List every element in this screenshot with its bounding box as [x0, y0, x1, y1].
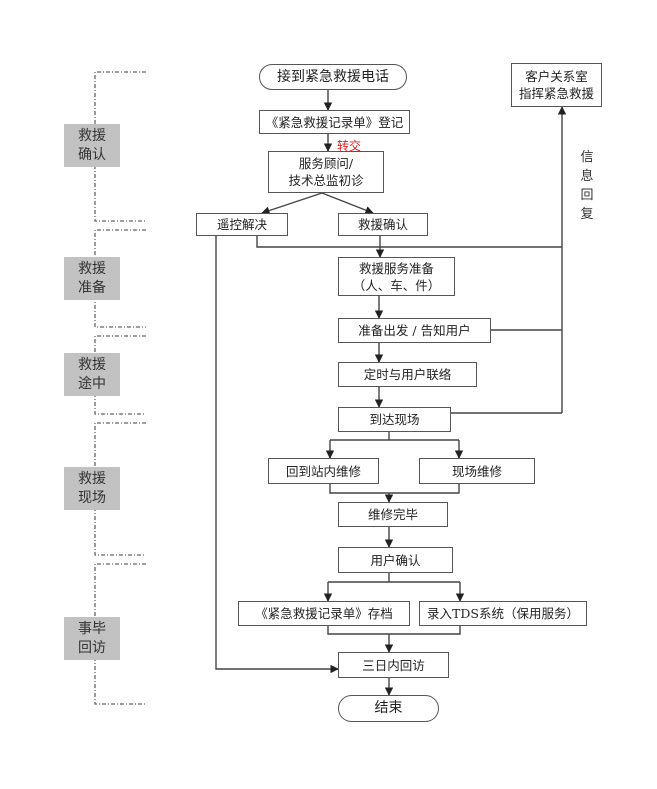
line-user-confirm-split: [328, 573, 460, 583]
stage-label-line: 现场: [78, 489, 106, 506]
crm-line-2: 指挥紧急救援: [518, 86, 594, 101]
arrive-node: 到达现场: [338, 407, 451, 432]
stage-label-line: 事毕: [78, 620, 106, 637]
followup-node: 三日内回访: [338, 652, 449, 678]
stage-label-rescue-onsite: 救援 现场: [64, 467, 120, 510]
stage-label-line: 救援: [78, 356, 106, 373]
tds-entry-node: 录入TDS系统（保用服务）: [419, 601, 587, 626]
crm-node: 客户关系室 指挥紧急救援: [511, 63, 602, 107]
diagnose-line-2: 技术总监初诊: [288, 173, 364, 188]
register-node: 《紧急救援记录单》登记: [259, 110, 410, 134]
stage-label-line: 途中: [78, 375, 106, 392]
end-node: 结束: [338, 695, 439, 722]
stage-label-line: 回访: [78, 639, 106, 656]
prepare-line-2: （人、车、件）: [352, 277, 441, 293]
stage-label-followup: 事毕 回访: [64, 617, 120, 660]
stage-label-line: 救援: [78, 127, 106, 144]
repair-done-node: 维修完毕: [338, 502, 448, 527]
handover-label: 转交: [337, 139, 362, 153]
line-remote-solve-to-feedback: [256, 236, 562, 248]
prepare-node: 救援服务准备 （人、车、件）: [338, 257, 455, 296]
remote-solve-node: 遥控解决: [196, 213, 288, 236]
onsite-repair-node: 现场维修: [419, 458, 535, 484]
contact-node: 定时与用户联络: [338, 362, 477, 387]
stage-label-line: 救援: [78, 470, 106, 487]
stage-label-line: 准备: [78, 279, 106, 296]
archive-node: 《紧急救援记录单》存档: [238, 601, 410, 626]
stage-label-rescue-enroute: 救援 途中: [64, 353, 120, 396]
line-archive-merge: [327, 626, 461, 635]
diagnose-node: 服务顾问/ 技术总监初诊: [268, 151, 384, 193]
rescue-confirm-node: 救援确认: [338, 213, 428, 236]
stage-label-rescue-confirm: 救援 确认: [64, 124, 120, 167]
stage-bracket-confirm: [94, 71, 146, 222]
arrow-remote-solve-to-followup: [215, 236, 339, 674]
feedback-label: 信息回复: [580, 150, 594, 222]
stage-label-rescue-prepare: 救援 准备: [64, 257, 120, 300]
stage-label-line: 救援: [78, 260, 106, 277]
crm-line-1: 客户关系室: [525, 69, 588, 84]
start-node: 接到紧急救援电话: [259, 64, 407, 90]
prepare-line-1: 救援服务准备: [358, 260, 434, 276]
depart-node: 准备出发 / 告知用户: [338, 318, 491, 343]
diagnose-line-1: 服务顾问/: [298, 156, 354, 171]
line-arrive-split: [330, 432, 459, 441]
return-repair-node: 回到站内维修: [268, 458, 379, 484]
stage-label-line: 确认: [78, 146, 106, 163]
arrow-diagnose-to-rescue-confirm: [321, 192, 374, 215]
line-repair-merge: [329, 484, 460, 494]
arrow-diagnose-to-remote-solve: [261, 192, 323, 215]
user-confirm-node: 用户确认: [338, 547, 453, 573]
